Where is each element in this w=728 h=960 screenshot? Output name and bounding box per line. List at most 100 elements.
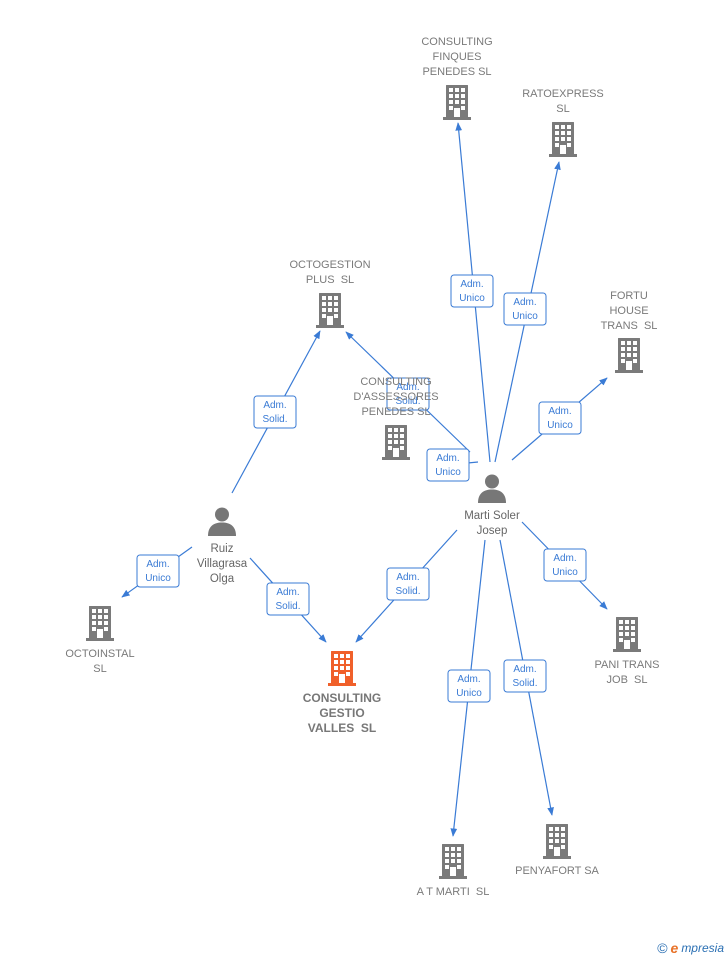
relation-badge[interactable] — [386, 377, 430, 411]
relation-label: Unico — [552, 567, 578, 578]
relation-badge[interactable] — [386, 567, 430, 601]
building-icon — [443, 85, 471, 120]
node-label: CONSULTING — [360, 376, 431, 388]
relation-label: Unico — [145, 573, 171, 584]
person-icon — [208, 507, 236, 536]
relation-badge[interactable] — [426, 448, 470, 482]
relation-label: Adm. — [396, 382, 419, 393]
node-ratoexpress[interactable]: RATOEXPRESS SL — [522, 88, 604, 158]
edge-ruiz_villagrasa-to-octoinstal: Adm. Unico — [121, 546, 193, 598]
relation-label: Adm. — [436, 453, 459, 464]
relation-badge[interactable] — [136, 554, 180, 588]
node-consulting_assessores[interactable]: CONSULTING D'ASSESSORES PENEDES SL — [353, 376, 439, 461]
node-label: GESTIO — [319, 706, 364, 720]
node-label: FORTU — [610, 290, 648, 302]
relation-badge[interactable] — [538, 401, 582, 435]
relation-label: Unico — [459, 293, 485, 304]
node-label: RATOEXPRESS — [522, 88, 604, 100]
node-octogestion[interactable]: OCTOGESTION PLUS SL — [289, 259, 371, 329]
node-label: Ruiz — [210, 543, 233, 555]
node-label: PENYAFORT SA — [515, 865, 599, 877]
relation-label: Adm. — [513, 297, 536, 308]
node-label: OCTOGESTION — [289, 259, 370, 271]
copyright-icon: © — [657, 940, 668, 956]
edge-ruiz_villagrasa-to-consulting_gestio: Adm. Solid. — [249, 557, 327, 643]
nodes-layer: CONSULTING FINQUES PENEDES SL RATOEXPRESS SL… — [65, 36, 659, 898]
relation-label: Unico — [512, 311, 538, 322]
node-label: TRANS SL — [601, 320, 658, 332]
building-icon — [439, 844, 467, 879]
relation-badge[interactable] — [266, 582, 310, 616]
node-label: OCTOINSTAL — [65, 648, 134, 660]
node-label: PENEDES SL — [361, 406, 430, 418]
node-label: HOUSE — [609, 305, 648, 317]
edge-marti_soler-to-penyafort: Adm. Solid. — [499, 539, 554, 816]
relation-label: Adm. — [513, 664, 536, 675]
relation-label: Adm. — [553, 553, 576, 564]
relation-label: Unico — [456, 688, 482, 699]
building-icon — [86, 606, 114, 641]
building-icon — [382, 425, 410, 460]
relation-badge[interactable] — [253, 395, 297, 429]
node-octoinstal[interactable]: OCTOINSTAL SL — [65, 604, 135, 675]
building-icon — [613, 617, 641, 652]
building-icon — [328, 651, 356, 686]
node-label: PLUS SL — [306, 274, 354, 286]
relation-badge[interactable] — [447, 669, 491, 703]
node-label: SL — [556, 103, 569, 115]
edge-marti_soler-to-consulting_assessores: Adm. Unico — [426, 448, 479, 482]
node-label: CONSULTING — [421, 36, 492, 48]
relation-label: Adm. — [263, 400, 286, 411]
building-icon — [615, 338, 643, 373]
empresia-brand-text: mpresia — [681, 941, 724, 955]
empresia-logo-icon: e — [670, 940, 679, 956]
relation-label: Unico — [547, 420, 573, 431]
node-label: JOB SL — [607, 674, 648, 686]
building-icon — [549, 122, 577, 157]
relation-label: Adm. — [548, 406, 571, 417]
edge-marti_soler-to-consulting_gestio: Adm. Solid. — [355, 529, 458, 643]
node-label: D'ASSESSORES — [353, 391, 438, 403]
relation-label: Solid. — [275, 601, 300, 612]
relation-label: Adm. — [457, 674, 480, 685]
node-label: PANI TRANS — [595, 659, 660, 671]
edge-marti_soler-to-pani_trans: Adm. Unico — [521, 521, 608, 610]
relation-label: Adm. — [460, 279, 483, 290]
node-label: Josep — [477, 525, 508, 537]
node-label: FINQUES — [433, 51, 482, 63]
node-label: A T MARTI SL — [417, 886, 490, 898]
node-penyafort[interactable]: PENYAFORT SA — [515, 822, 600, 877]
node-at_marti[interactable]: A T MARTI SL — [417, 842, 490, 898]
edge-marti_soler-to-ratoexpress: Adm. Unico — [494, 161, 561, 463]
node-label: SL — [93, 663, 106, 675]
relation-badge[interactable] — [503, 292, 547, 326]
relation-label: Adm. — [276, 587, 299, 598]
edge-ruiz_villagrasa-to-octogestion: Adm. Solid. — [231, 330, 321, 494]
relation-label: Solid. — [262, 414, 287, 425]
relation-label: Adm. — [396, 572, 419, 583]
relation-label: Solid. — [395, 586, 420, 597]
relation-label: Unico — [435, 467, 461, 478]
relation-label: Adm. — [146, 559, 169, 570]
relation-badge[interactable] — [543, 548, 587, 582]
node-label: CONSULTING — [303, 691, 381, 705]
node-label: Marti Soler — [464, 510, 520, 522]
relation-label: Solid. — [512, 678, 537, 689]
person-icon — [478, 474, 506, 503]
edge-marti_soler-to-fortu_house: Adm. Unico — [511, 377, 608, 461]
node-label: Villagrasa — [197, 558, 248, 570]
node-label: VALLES SL — [308, 721, 376, 735]
node-label: Olga — [210, 573, 235, 585]
edge-marti_soler-to-consulting_finques: Adm. Unico — [450, 122, 494, 463]
relation-badge[interactable] — [503, 659, 547, 693]
node-fortu_house[interactable]: FORTU HOUSE TRANS SL — [601, 290, 658, 374]
relation-badge[interactable] — [450, 274, 494, 308]
node-pani_trans[interactable]: PANI TRANS JOB SL — [595, 615, 660, 686]
